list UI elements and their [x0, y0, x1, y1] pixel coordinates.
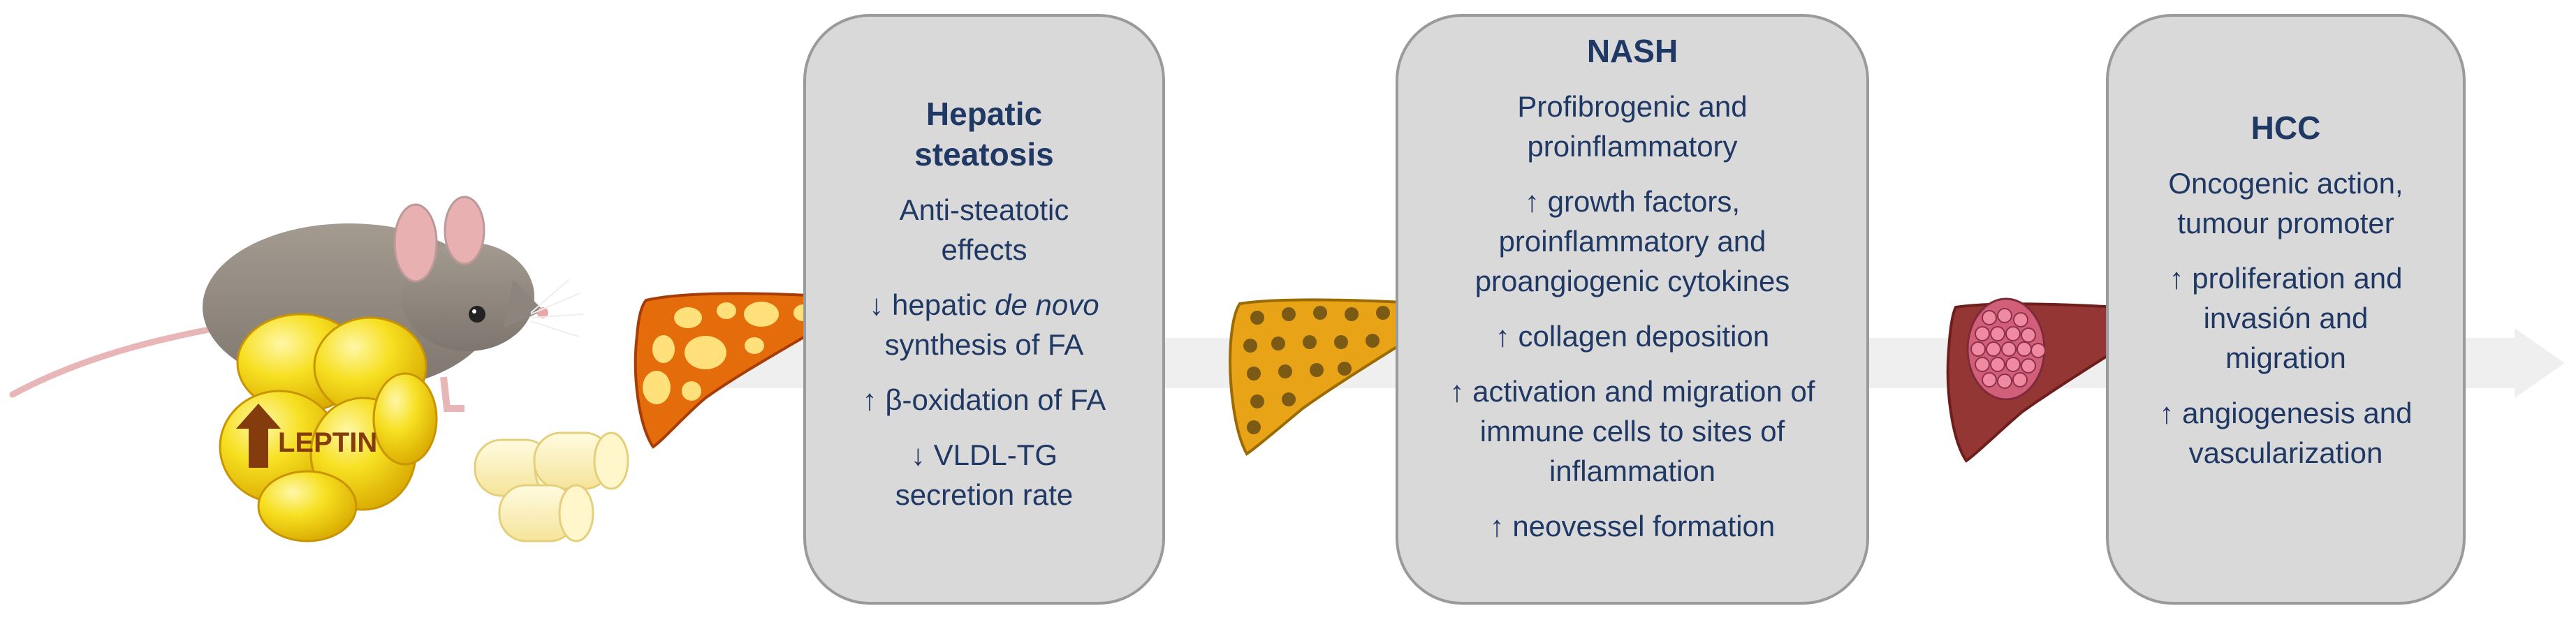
stage-subtitle: proinflammatory: [1527, 130, 1738, 163]
hcc-liver-icon: [1946, 297, 2180, 463]
stage-title: steatosis: [914, 136, 1054, 172]
effect-item: ↑ collagen deposition: [1495, 320, 1770, 353]
stage-hcc: HCC Oncogenic action, tumour promoter ↑ …: [2106, 14, 2466, 605]
stage-subtitle: Profibrogenic and: [1517, 90, 1748, 123]
adipocyte-cylinders-icon: [474, 431, 629, 542]
stage-nash: NASH Profibrogenic and proinflammatory ↑…: [1396, 14, 1869, 605]
stage-title: HCC: [2251, 110, 2321, 146]
stage-subtitle: effects: [941, 233, 1027, 266]
stage-subtitle: Anti-steatotic: [899, 193, 1069, 226]
effect-item: synthesis of FA: [884, 328, 1084, 361]
effect-item: ↑ angiogenesis and: [2159, 397, 2413, 429]
effect-item: proangiogenic cytokines: [1474, 265, 1790, 297]
effect-item: migration: [2225, 341, 2346, 374]
effect-item: invasión and: [2203, 302, 2369, 334]
effect-item: inflammation: [1549, 455, 1716, 487]
up-arrow-icon: [236, 404, 281, 468]
effect-item: immune cells to sites of: [1479, 415, 1785, 448]
effect-item: ↓ hepatic de novo: [869, 288, 1099, 321]
effect-item: ↑ β-oxidation of FA: [862, 383, 1106, 416]
effect-item: ↑ growth factors,: [1524, 185, 1741, 218]
stage-subtitle: tumour promoter: [2177, 207, 2394, 239]
effect-item: ↓ VLDL-TG: [910, 438, 1058, 471]
effect-item: proinflammatory and: [1498, 225, 1766, 258]
leptin-label: LEPTIN: [278, 427, 378, 458]
stage-title: Hepatic: [925, 96, 1043, 132]
effect-item: ↑ neovessel formation: [1489, 510, 1776, 542]
stage-hepatic-steatosis: Hepatic steatosis Anti-steatotic effects…: [803, 14, 1165, 605]
stage-title: NASH: [1586, 33, 1678, 69]
effect-item: vascularization: [2188, 436, 2383, 469]
effect-item: ↑ activation and migration of: [1449, 375, 1815, 408]
effect-item: ↑ proliferation and: [2169, 262, 2403, 295]
stage-subtitle: Oncogenic action,: [2168, 167, 2403, 200]
effect-item: secretion rate: [895, 478, 1074, 511]
